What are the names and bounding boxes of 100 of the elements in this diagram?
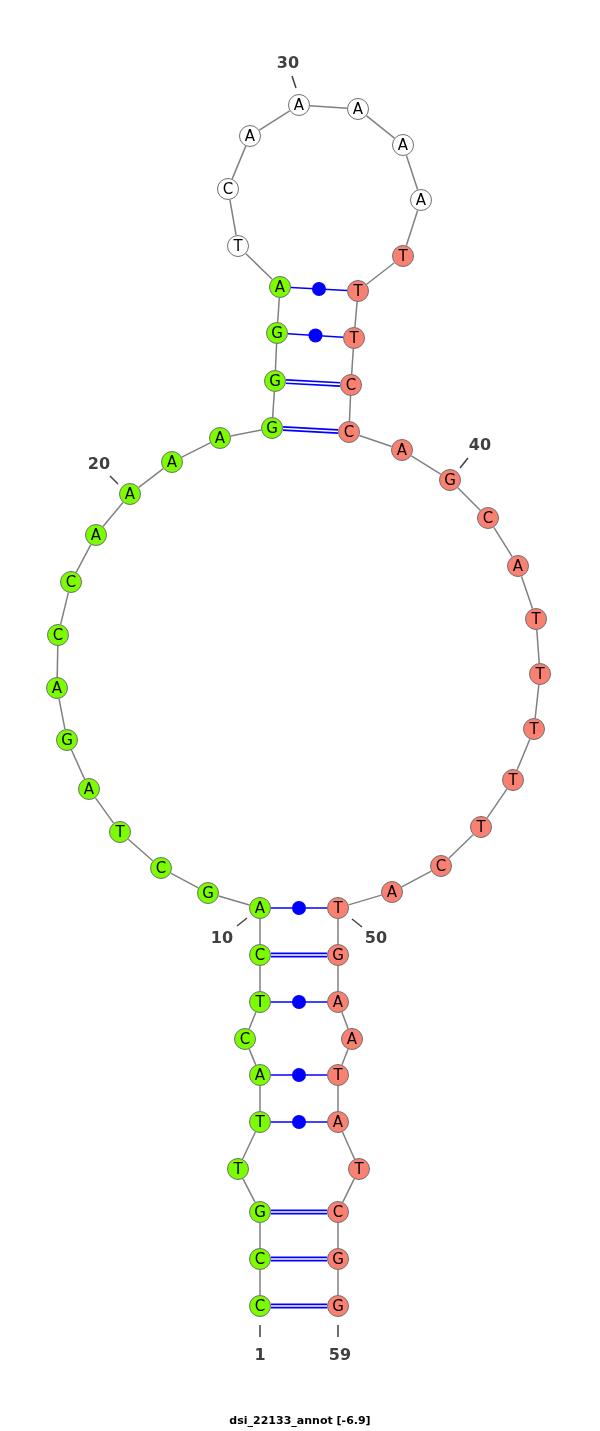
backbone-line: [271, 391, 276, 418]
backbone-line: [493, 526, 513, 558]
nucleotide-circle: A: [249, 897, 271, 919]
backbone-line: [259, 1269, 261, 1296]
backbone-line: [341, 1011, 349, 1030]
backbone-line: [217, 895, 251, 906]
backbone-line: [337, 1222, 339, 1249]
base-pair-bond: [271, 1303, 327, 1309]
backbone-line: [341, 1048, 349, 1066]
backbone-line: [276, 297, 281, 323]
nucleotide-circle: T: [109, 821, 131, 843]
nucleotide-circle: C: [327, 1201, 349, 1223]
nucleotide-circle: C: [249, 1248, 271, 1270]
nucleotide-circle: T: [249, 991, 271, 1013]
nucleotide-circle: C: [150, 857, 172, 879]
position-number: 20: [87, 453, 111, 473]
nucleotide-circle: G: [56, 729, 78, 751]
backbone-line: [231, 145, 247, 180]
nucleotide-circle: A: [288, 94, 310, 116]
backbone-line: [365, 115, 396, 139]
nucleotide-circle: T: [502, 769, 524, 791]
backbone-line: [248, 1048, 257, 1066]
backbone-line: [248, 1011, 257, 1030]
backbone-line: [127, 838, 154, 862]
nucleotide-circle: G: [439, 469, 461, 491]
nucleotide-circle: T: [348, 1158, 370, 1180]
backbone-line: [486, 788, 508, 819]
backbone-line: [259, 1085, 261, 1112]
nucleotide-circle: A: [269, 276, 291, 298]
backbone-line: [259, 1222, 261, 1249]
position-number: 50: [364, 927, 388, 947]
nucleotide-circle: G: [249, 1201, 271, 1223]
backbone-line: [138, 467, 164, 489]
nucleotide-circle: A: [239, 125, 261, 147]
backbone-line: [230, 429, 262, 437]
backbone-line: [400, 870, 433, 888]
nucleotide-circle: C: [60, 571, 82, 593]
backbone-line: [309, 105, 348, 109]
nucleotide-circle: A: [327, 1111, 349, 1133]
nucleotide-circle: A: [381, 881, 403, 903]
nucleotide-circle: G: [266, 322, 288, 344]
nucleotide-circle: T: [327, 1064, 349, 1086]
nucleotide-circle: C: [249, 1295, 271, 1317]
backbone-line: [94, 797, 115, 824]
nucleotide-circle: T: [470, 816, 492, 838]
backbone-line: [342, 1178, 355, 1203]
nucleotide-circle: A: [85, 524, 107, 546]
backbone-line: [405, 154, 419, 191]
nucleotide-circle: G: [197, 882, 219, 904]
position-number: 1: [254, 1344, 266, 1364]
caption: dsi_22133_annot [-6.9]: [228, 1414, 372, 1427]
backbone-line: [520, 575, 534, 610]
backbone-line: [102, 501, 124, 528]
backbone-line: [70, 749, 86, 780]
nucleotide-circle: C: [430, 855, 452, 877]
backbone-line: [274, 343, 278, 371]
position-number: 10: [210, 927, 234, 947]
nucleotide-circle: G: [264, 370, 286, 392]
nucleotide-circle: A: [347, 98, 369, 120]
nucleotide-circle: A: [161, 451, 183, 473]
nucleotide-circle: T: [523, 718, 545, 740]
backbone-line: [410, 455, 442, 475]
nucleotide-circle: C: [217, 178, 239, 200]
nucleotide-circle: T: [249, 1111, 271, 1133]
position-number: 59: [328, 1344, 352, 1364]
nucleotide-circle: G: [261, 417, 283, 439]
nucleotide-circle: C: [477, 507, 499, 529]
nucleotide-circle: T: [392, 245, 414, 267]
backbone-line: [229, 199, 237, 236]
backbone-line: [56, 645, 59, 678]
nucleotide-circle: C: [340, 374, 362, 396]
backbone-line: [341, 1131, 356, 1160]
backbone-line: [58, 698, 66, 730]
nucleotide-circle: G: [327, 1295, 349, 1317]
backbone-line: [354, 301, 358, 328]
backbone-line: [536, 629, 540, 664]
backbone-line: [405, 209, 419, 247]
nucleotide-circle: T: [343, 327, 365, 349]
nucleotide-circle: G: [327, 1248, 349, 1270]
position-number: 40: [468, 434, 492, 454]
nucleotide-circle: C: [47, 624, 69, 646]
backbone-line: [245, 252, 273, 281]
nucleotide-circle: T: [525, 608, 547, 630]
nucleotide-circle: C: [249, 944, 271, 966]
backbone-line: [337, 965, 339, 992]
nucleotide-circle: C: [338, 421, 360, 443]
position-number: 30: [276, 52, 300, 72]
nucleotide-circle: A: [119, 483, 141, 505]
backbone-line: [516, 738, 531, 771]
backbone-line: [259, 965, 261, 992]
base-pair-bond: [271, 952, 327, 958]
backbone-line: [358, 434, 393, 448]
nucleotide-circle: T: [347, 280, 369, 302]
backbone-line: [457, 487, 481, 511]
base-pair-bond: [282, 426, 339, 434]
backbone-line: [241, 1131, 257, 1160]
nucleotide-circle: A: [341, 1028, 363, 1050]
nucleotide-circle: A: [507, 555, 529, 577]
nucleotide-circle: A: [209, 427, 231, 449]
nucleotide-circle: A: [410, 189, 432, 211]
